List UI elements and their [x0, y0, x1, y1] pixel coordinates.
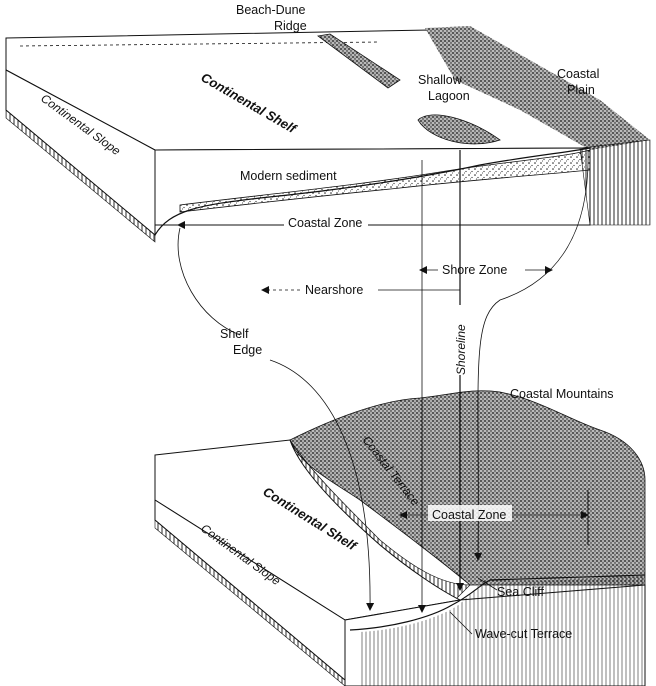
shelf-edge-curve-top — [177, 227, 241, 336]
coastal-mountains-mass — [289, 390, 646, 586]
sea-cliff-leader — [477, 577, 498, 591]
upper-seafloor-profile — [154, 147, 591, 236]
label-nearshore: Nearshore — [305, 283, 363, 297]
coastal-zone-right-curve — [474, 149, 589, 561]
label-coastal-zone-top-bg — [284, 214, 368, 230]
beach-dune-ridge — [317, 33, 401, 89]
label-shoreline-bg — [452, 305, 468, 375]
label-plain: Plain — [567, 83, 595, 97]
label-coastal-zone-bottom: Coastal Zone — [432, 508, 506, 522]
label-lagoon: Lagoon — [428, 89, 470, 103]
lower-front-hatch — [360, 576, 645, 686]
lower-slope-hatch — [154, 519, 346, 686]
label-beach-dune: Beach-Dune — [236, 3, 306, 17]
upper-slope-hatch — [5, 109, 156, 243]
label-modern-sediment: Modern sediment — [240, 169, 337, 183]
label-ridge: Ridge — [274, 19, 307, 33]
lower-block-surface — [154, 439, 462, 621]
coastal-plain — [425, 26, 650, 150]
label-shoreline: Shoreline — [454, 324, 468, 375]
label-coastal-mountains: Coastal Mountains — [510, 387, 614, 401]
wave-cut-terrace-leader — [449, 611, 473, 635]
label-sea-cliff: Sea Cliff — [497, 585, 545, 599]
label-coastal-zone-top: Coastal Zone — [288, 216, 362, 230]
upper-coast-hatch — [579, 139, 651, 226]
upper-block — [5, 26, 651, 243]
label-coastal-zone-bottom-bg — [428, 505, 512, 521]
lagoon-barrier — [417, 114, 501, 145]
label-wave-cut-terrace: Wave-cut Terrace — [475, 627, 572, 641]
label-shore-zone: Shore Zone — [442, 263, 507, 277]
label-shelf: Shelf — [220, 327, 249, 341]
label-coastal: Coastal — [557, 67, 599, 81]
label-edge: Edge — [233, 343, 262, 357]
lower-block — [154, 390, 646, 686]
label-shallow: Shallow — [418, 73, 463, 87]
shelf-edge-curve-bottom — [269, 359, 375, 611]
